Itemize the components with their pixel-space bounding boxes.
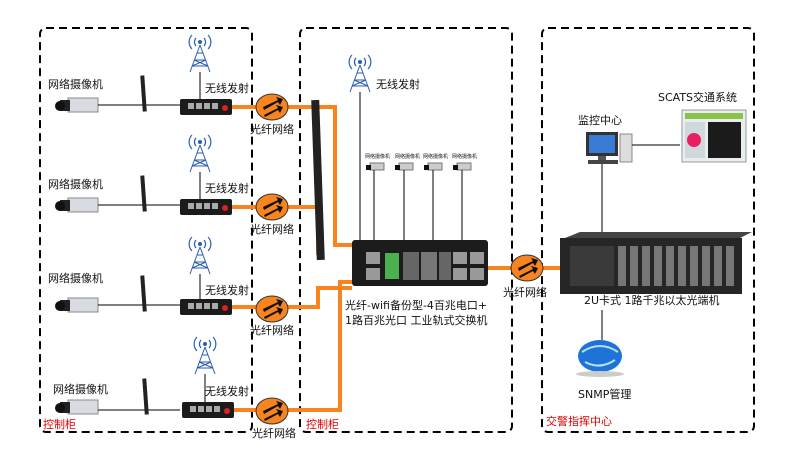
tower-icon xyxy=(193,336,217,375)
fiber-icon xyxy=(255,93,289,121)
scats-label: SCATS交通系统 xyxy=(658,90,737,104)
camera-label: 网络摄像机 xyxy=(53,382,108,396)
right-zone-border xyxy=(541,27,755,433)
computer-icon xyxy=(586,132,633,164)
middle-zone-border xyxy=(299,27,513,433)
wireless-label: 无线发射 xyxy=(205,81,249,95)
optical-transceiver-chassis xyxy=(560,232,752,294)
globe-icon xyxy=(576,340,624,377)
fiber-icon xyxy=(255,193,289,221)
camera-icon xyxy=(54,399,99,415)
fiber-icon xyxy=(255,397,289,425)
wireless-label: 无线发射 xyxy=(205,181,249,195)
left-zone-label: 控制柜 xyxy=(43,417,76,431)
wireless-label: 无线发射 xyxy=(205,283,249,297)
mini-camera-label: 网络摄像机 xyxy=(423,153,448,160)
row-3: 网络摄像机 无线发射 光纤网络 xyxy=(48,236,294,337)
fiber-label: 光纤网络 xyxy=(250,323,294,337)
left-zone-border xyxy=(39,27,253,433)
link-fiber-label: 光纤网络 xyxy=(503,285,547,299)
snmp-label: SNMP管理 xyxy=(578,387,631,401)
tower-icon xyxy=(188,34,212,73)
antenna-icon xyxy=(311,99,325,261)
wireless-label: 无线发射 xyxy=(205,384,249,398)
mini-camera-label: 网络摄像机 xyxy=(395,153,420,160)
tower-icon xyxy=(188,236,212,275)
middle-zone-label: 控制柜 xyxy=(306,417,339,431)
scats-screen-icon xyxy=(681,109,747,163)
camera-icon xyxy=(54,97,99,113)
row-4: 网络摄像机 无线发射 光纤网络 xyxy=(53,336,296,440)
mini-camera-label: 网络摄像机 xyxy=(452,153,477,160)
camera-label: 网络摄像机 xyxy=(48,177,103,191)
row-1: 网络摄像机 无线发射 光纤网络 xyxy=(48,34,294,136)
monitor-center-label: 监控中心 xyxy=(578,113,622,127)
camera-icon xyxy=(54,297,99,313)
fiber-icon xyxy=(510,254,544,282)
tower-icon xyxy=(348,54,372,93)
fiber-icon xyxy=(255,295,289,323)
optical-transceiver-label: 2U卡式 1路千兆以太光端机 xyxy=(584,293,720,307)
fiber-label: 光纤网络 xyxy=(250,222,294,236)
row-2: 网络摄像机 无线发射 光纤网络 xyxy=(48,134,294,236)
tower-icon xyxy=(188,134,212,173)
middle-wireless-label: 无线发射 xyxy=(376,77,420,91)
mini-cameras: 网络摄像机 网络摄像机 网络摄像机 网络摄像机 xyxy=(365,153,477,240)
industrial-switch xyxy=(352,240,488,286)
camera-icon xyxy=(54,197,99,213)
switch-description-line1: 光纤-wifi备份型-4百兆电口+ xyxy=(345,298,487,312)
camera-label: 网络摄像机 xyxy=(48,271,103,285)
fiber-label: 光纤网络 xyxy=(252,426,296,440)
camera-label: 网络摄像机 xyxy=(48,77,103,91)
right-zone-label: 交警指挥中心 xyxy=(546,414,612,428)
mini-camera-label: 网络摄像机 xyxy=(365,153,390,160)
fiber-label: 光纤网络 xyxy=(250,122,294,136)
switch-description-line2: 1路百兆光口 工业轨式交换机 xyxy=(345,313,488,327)
